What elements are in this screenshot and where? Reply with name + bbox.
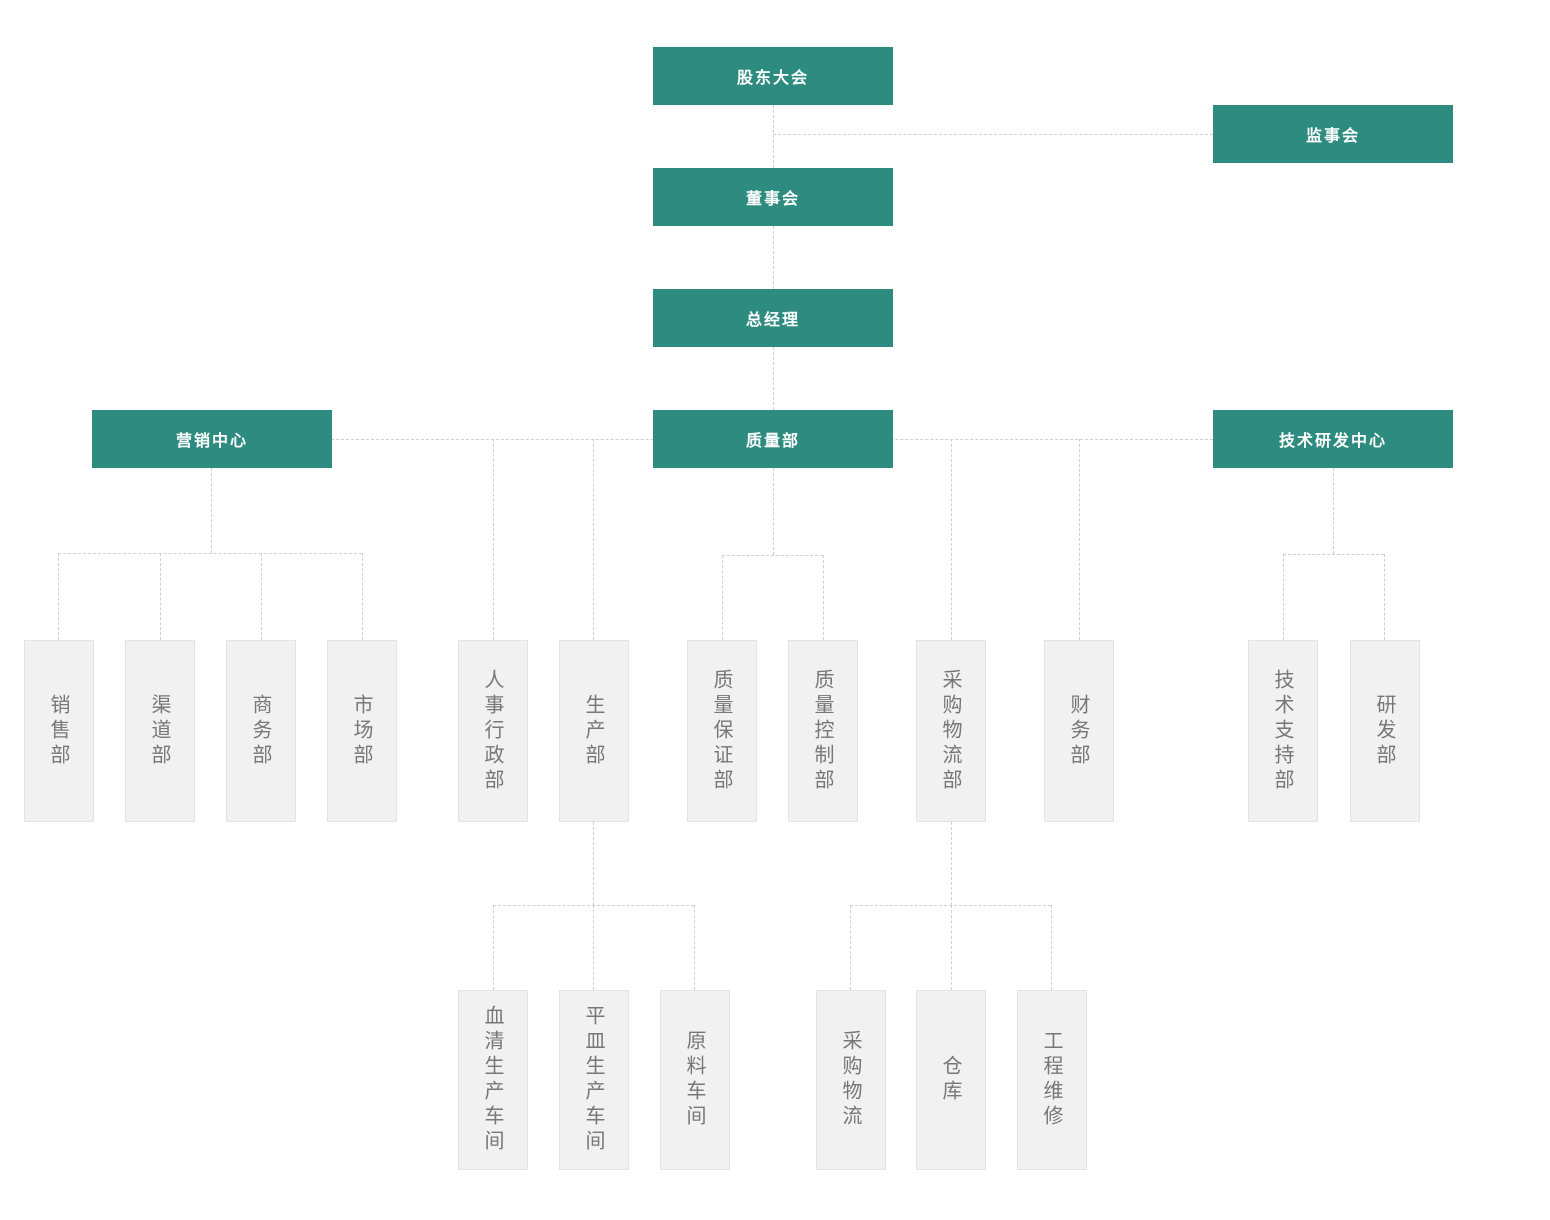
node-label: 股东大会: [736, 68, 809, 87]
node-quality-control-dept: 质量控制部: [788, 640, 858, 822]
node-rd-dept: 研发部: [1350, 640, 1420, 822]
node-business-dept: 商务部: [226, 640, 296, 822]
connector-line: [1283, 554, 1284, 640]
connector-line: [773, 226, 774, 289]
connector-line: [160, 553, 161, 640]
node-tech-rd-center: 技术研发中心: [1213, 410, 1453, 468]
connector-line: [1079, 439, 1080, 640]
node-market-dept: 市场部: [327, 640, 397, 822]
connector-line: [211, 468, 212, 553]
node-label: 质量保证部: [710, 668, 734, 794]
node-board-of-directors: 董事会: [653, 168, 893, 226]
node-label: 采购物流: [839, 1030, 863, 1130]
node-quality-dept: 质量部: [653, 410, 893, 468]
connector-line: [362, 553, 363, 640]
connector-line: [722, 555, 823, 556]
connector-line: [593, 905, 594, 990]
node-label: 质量部: [745, 431, 800, 450]
node-label: 生产部: [582, 693, 606, 769]
node-label: 技术支持部: [1271, 668, 1295, 794]
node-procurement-logistics-dept: 采购物流部: [916, 640, 986, 822]
node-label: 仓库: [939, 1055, 963, 1105]
node-supervisory-board: 监事会: [1213, 105, 1453, 163]
node-label: 技术研发中心: [1278, 431, 1387, 450]
node-label: 采购物流部: [939, 668, 963, 794]
node-label: 原料车间: [683, 1030, 707, 1130]
node-label: 董事会: [745, 189, 800, 208]
node-shareholders-meeting: 股东大会: [653, 47, 893, 105]
node-quality-assurance-dept: 质量保证部: [687, 640, 757, 822]
node-label: 研发部: [1373, 693, 1397, 769]
node-label: 质量控制部: [811, 668, 835, 794]
node-finance-dept: 财务部: [1044, 640, 1114, 822]
node-label: 监事会: [1305, 126, 1360, 145]
connector-line: [850, 905, 851, 990]
node-general-manager: 总经理: [653, 289, 893, 347]
node-plate-production-workshop: 平皿生产车间: [559, 990, 629, 1170]
connector-line: [1051, 905, 1052, 990]
node-channel-dept: 渠道部: [125, 640, 195, 822]
connector-line: [773, 134, 1213, 135]
connector-line: [493, 439, 494, 640]
node-label: 市场部: [350, 693, 374, 769]
connector-line: [58, 553, 59, 640]
connector-line: [823, 555, 824, 640]
node-label: 销售部: [47, 693, 71, 769]
node-label: 总经理: [745, 310, 800, 329]
node-label: 渠道部: [148, 693, 172, 769]
node-hr-admin-dept: 人事行政部: [458, 640, 528, 822]
connector-line: [593, 822, 594, 905]
node-procurement-logistics: 采购物流: [816, 990, 886, 1170]
node-production-dept: 生产部: [559, 640, 629, 822]
connector-line: [694, 905, 695, 990]
connector-line: [493, 905, 494, 990]
connector-line: [1333, 468, 1334, 554]
node-serum-production-workshop: 血清生产车间: [458, 990, 528, 1170]
node-label: 商务部: [249, 693, 273, 769]
connector-line: [261, 553, 262, 640]
connector-line: [593, 439, 594, 640]
node-sales-dept: 销售部: [24, 640, 94, 822]
connector-line: [1384, 554, 1385, 640]
connector-line: [722, 555, 723, 640]
connector-line: [773, 105, 774, 168]
connector-line: [951, 905, 952, 990]
connector-line: [951, 439, 952, 640]
node-label: 营销中心: [175, 431, 248, 450]
connector-line: [1283, 554, 1384, 555]
node-engineering-maintenance: 工程维修: [1017, 990, 1087, 1170]
node-label: 人事行政部: [481, 668, 505, 794]
node-marketing-center: 营销中心: [92, 410, 332, 468]
connector-line: [58, 553, 362, 554]
node-label: 平皿生产车间: [582, 1005, 606, 1155]
node-warehouse: 仓库: [916, 990, 986, 1170]
node-label: 工程维修: [1040, 1030, 1064, 1130]
node-label: 财务部: [1067, 693, 1091, 769]
connector-line: [850, 905, 1051, 906]
connector-line: [773, 347, 774, 410]
connector-line: [951, 822, 952, 905]
node-label: 血清生产车间: [481, 1005, 505, 1155]
connector-line: [773, 468, 774, 555]
node-tech-support-dept: 技术支持部: [1248, 640, 1318, 822]
node-raw-material-workshop: 原料车间: [660, 990, 730, 1170]
